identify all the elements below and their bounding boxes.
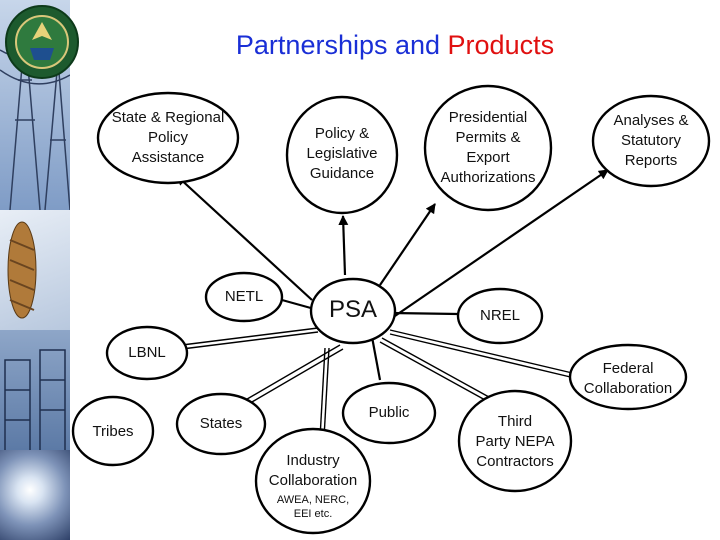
line-psa-third-party-b [379, 341, 497, 407]
node-tribes: Tribes [92, 423, 134, 440]
arrow-psa-to-state-regional [176, 175, 313, 301]
node-presidential-permits-shape [423, 84, 553, 212]
arrow-psa-to-policy-legislative [338, 215, 349, 276]
node-nrel-shape [456, 287, 544, 345]
line-psa-lbnl-b [181, 331, 319, 350]
node-public-shape [341, 381, 437, 445]
node-states-shape [175, 392, 267, 456]
node-federal: Federal Collaboration [583, 360, 673, 397]
line-psa-industry-b [323, 347, 330, 439]
node-state-regional: State & Regional Policy Assistance [111, 109, 225, 166]
line-psa-third-party-a [381, 337, 499, 403]
line-psa-federal-a [389, 329, 586, 377]
node-states: States [199, 415, 243, 432]
cable-photo [0, 210, 70, 330]
line-psa-states-a [241, 344, 341, 403]
line-psa-federal-b [389, 333, 584, 381]
node-third-party-shape [457, 389, 573, 493]
doe-seal-logo [5, 5, 79, 79]
node-public: Public [368, 404, 410, 421]
node-psa: PSA [328, 296, 378, 323]
node-industry-sub: AWEA, NERC, EEI etc. [276, 494, 350, 520]
title-part2: Products [447, 30, 555, 60]
node-netl-shape [204, 271, 284, 323]
title-part1: Partnerships and [235, 30, 448, 60]
hurricane-satellite-photo [0, 450, 70, 540]
node-analyses-reports-shape [591, 94, 711, 188]
substation-photo [0, 330, 70, 450]
node-third-party: Third Party NEPA Contractors [475, 413, 555, 470]
arrow-psa-to-presidential-permits [379, 203, 436, 286]
line-psa-nrel [391, 311, 459, 316]
node-psa-shape [309, 277, 397, 345]
node-policy-legislative: Policy & Legislative Guidance [306, 125, 378, 182]
line-psa-public [370, 336, 382, 381]
node-analyses-reports: Analyses & Statutory Reports [613, 112, 689, 169]
node-nrel: NREL [479, 307, 520, 324]
node-federal-shape [568, 343, 688, 411]
line-psa-states-b [244, 348, 344, 407]
node-state-regional-shape [96, 91, 240, 185]
node-netl: NETL [224, 288, 264, 305]
node-industry: Industry Collaboration [268, 452, 358, 489]
page-title: Partnerships and Products [0, 30, 720, 61]
node-tribes-shape [71, 395, 155, 467]
node-industry-shape [254, 427, 372, 535]
node-lbnl: LBNL [128, 344, 166, 361]
line-psa-industry-a [319, 347, 326, 439]
line-psa-lbnl-a [181, 327, 319, 346]
node-presidential-permits: Presidential Permits & Export Authorizat… [440, 109, 536, 186]
node-lbnl-shape [105, 325, 189, 381]
arrow-psa-to-analyses-reports [391, 169, 609, 319]
node-policy-legislative-shape [285, 95, 399, 215]
